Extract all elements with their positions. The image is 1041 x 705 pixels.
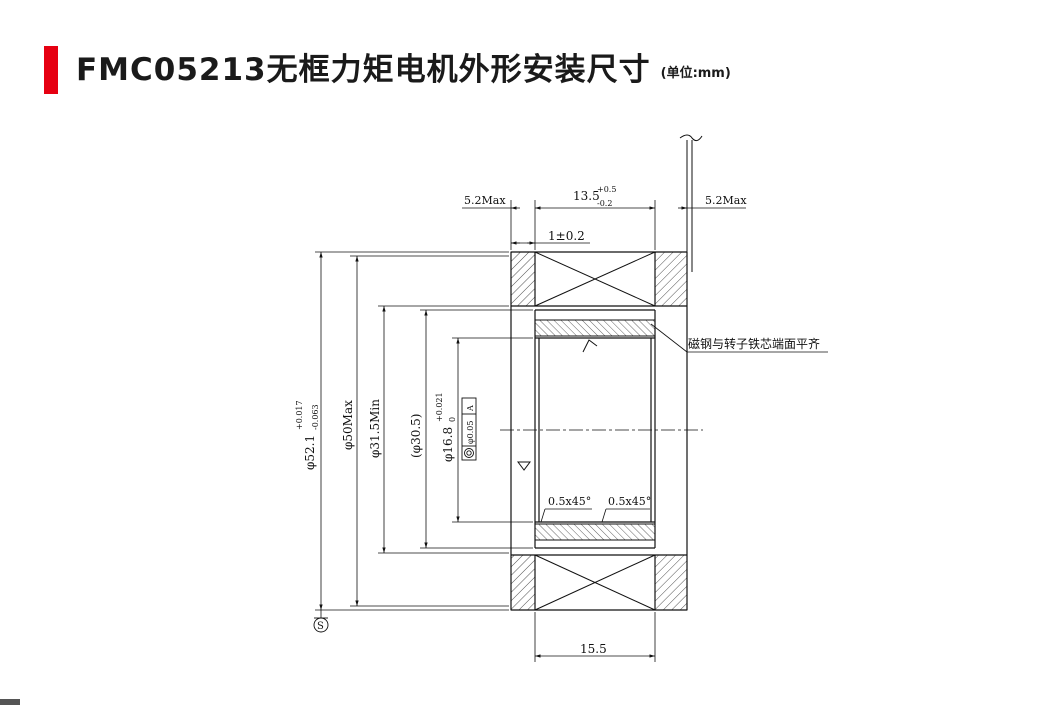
datum-label: S: [317, 621, 324, 632]
dim-d31: φ31.5Min: [368, 399, 382, 458]
dim-bore: φ16.8: [441, 427, 455, 462]
dim-od-tol-up: +0.017: [295, 400, 304, 430]
tolerance-frame: [461, 397, 477, 461]
dim-d30: (φ30.5): [409, 414, 423, 458]
title-accent-bar: [44, 46, 58, 94]
dim-top-width-tol-up: +0.5: [597, 185, 616, 194]
magnet-note: 磁钢与转子铁芯端面平齐: [688, 336, 820, 351]
dim-right-max: 5.2Max: [705, 194, 747, 207]
page-title: FMC05213无框力矩电机外形安装尺寸: [76, 52, 651, 88]
dim-top-width-tol-down: -0.2: [597, 199, 612, 208]
tol-frame-ref: A: [466, 405, 475, 412]
chamfer-right-label: 0.5x45°: [608, 495, 651, 508]
diameter-dimension-lines: [315, 251, 533, 618]
top-dimension-lines: [462, 200, 746, 250]
dim-bore-tol-up: +0.021: [435, 392, 444, 422]
datum-symbol: [313, 617, 329, 633]
dim-top-width: 13.5: [573, 189, 600, 203]
page-corner-mark: [0, 699, 20, 705]
rotor-body: [534, 309, 656, 549]
dim-bore-tol-down: 0: [448, 417, 457, 422]
dim-od-tol-down: -0.063: [311, 404, 320, 430]
dim-left-max: 5.2Max: [464, 194, 506, 207]
dim-bottom-width: 15.5: [580, 642, 607, 656]
dim-od: φ52.1: [303, 435, 317, 470]
chamfer-left-label: 0.5x45°: [548, 495, 591, 508]
tol-frame-value: φ0.05: [466, 421, 475, 444]
unit-label: (单位:mm): [660, 66, 731, 81]
surface-finish-symbol: [517, 339, 598, 471]
note-leader: [650, 323, 828, 353]
magnet-hatch: [534, 319, 656, 541]
chamfer-leaders: [540, 508, 650, 523]
title-bar: FMC05213无框力矩电机外形安装尺寸 (单位:mm): [44, 44, 731, 94]
dim-d50: φ50Max: [341, 400, 355, 450]
stator-core-cross: [534, 251, 656, 611]
stator-winding-hatch: [510, 251, 688, 611]
dim-offset: 1±0.2: [548, 229, 585, 243]
bottom-dimension-lines: [534, 612, 656, 662]
